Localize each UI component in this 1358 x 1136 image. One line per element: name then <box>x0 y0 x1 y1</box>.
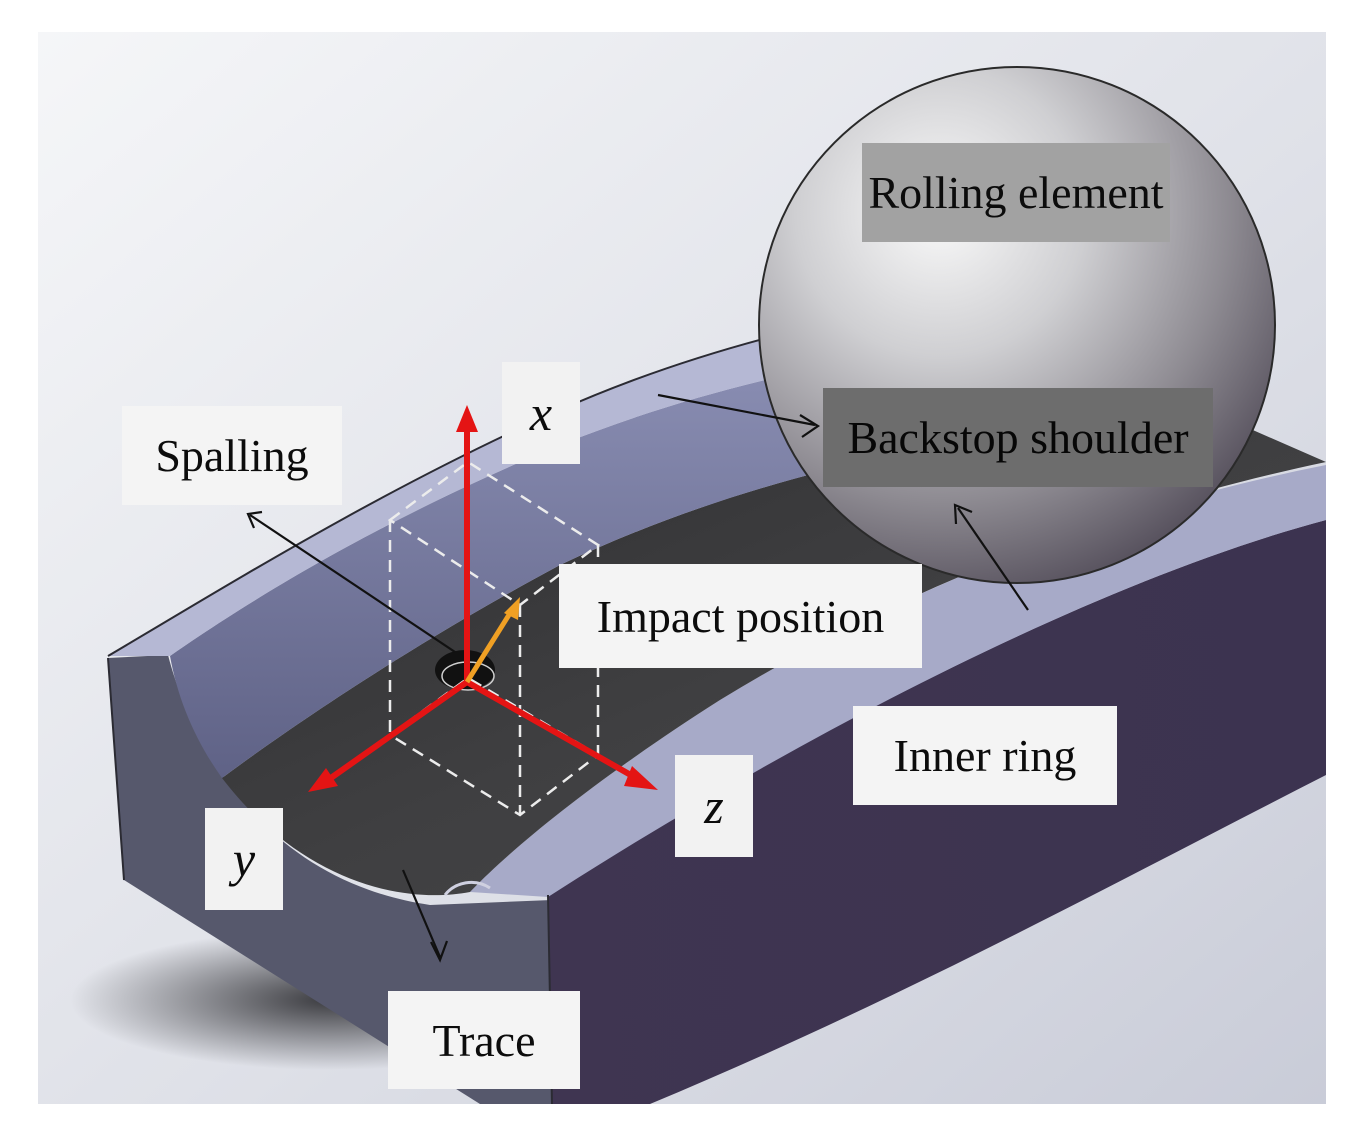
backstop-leader <box>657 393 816 427</box>
x-axis-label: x <box>502 362 580 464</box>
trace-label: Trace <box>388 991 580 1089</box>
spalling-leader <box>249 514 456 653</box>
leader-arrows <box>246 393 1029 963</box>
impact-position-label: Impact position <box>559 564 922 668</box>
y-axis-label: y <box>205 808 283 910</box>
inner-ring-label: Inner ring <box>853 706 1117 805</box>
y-axis-arrowhead <box>308 768 338 792</box>
z-axis-arrowhead <box>624 766 658 790</box>
z-axis-label: z <box>675 755 753 857</box>
rolling-element-label: Rolling element <box>862 143 1170 242</box>
y-axis-arrow <box>326 679 469 783</box>
backstop-leader-head <box>799 414 821 438</box>
trace-leader <box>401 869 442 958</box>
spalling-label: Spalling <box>122 406 342 505</box>
coordinate-axes <box>308 405 658 792</box>
impact-vector-arrow <box>464 608 515 684</box>
impact-vector-arrowhead <box>504 597 520 620</box>
ring-outer-side <box>548 520 1326 1104</box>
x-axis-arrowhead <box>456 405 478 432</box>
spalling-leader-head <box>246 510 263 529</box>
inner-shoulder-leader <box>957 507 1029 611</box>
z-axis-arrow <box>465 679 638 781</box>
trace-leader-head <box>430 940 449 963</box>
trace-notch <box>443 880 491 896</box>
backstop-shoulder-label: Backstop shoulder <box>823 388 1213 487</box>
inner-shoulder-leader-head <box>953 503 973 525</box>
